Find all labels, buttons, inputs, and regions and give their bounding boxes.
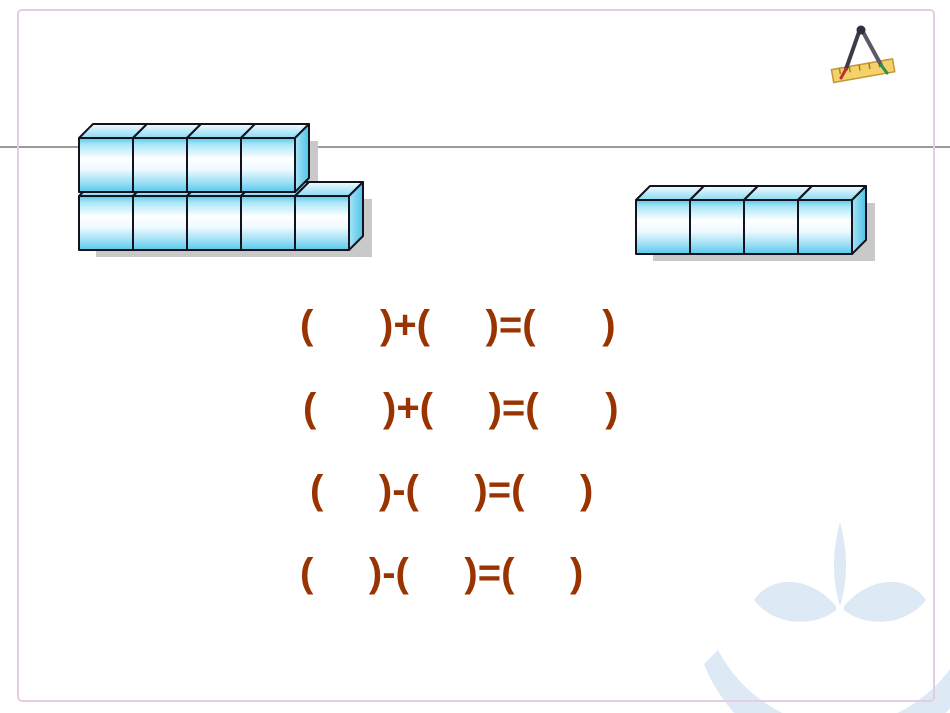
cube-row-left-top: [78, 123, 310, 193]
unit-cube-icon: [797, 185, 867, 255]
unit-cube-icon: [294, 181, 364, 251]
equation-line-3: ( )-( )=( ): [310, 468, 594, 512]
hands-holding-leaf-watermark-icon: [690, 488, 950, 713]
unit-cube-icon: [240, 123, 310, 193]
drawing-tools-clipart-icon: [826, 22, 902, 90]
cube-row-right: [635, 185, 867, 255]
horizontal-divider-line: [0, 146, 950, 148]
equation-line-1: ( )+( )=( ): [300, 303, 616, 347]
equation-line-4: ( )-( )=( ): [300, 551, 584, 595]
equation-line-2: ( )+( )=( ): [303, 386, 619, 430]
